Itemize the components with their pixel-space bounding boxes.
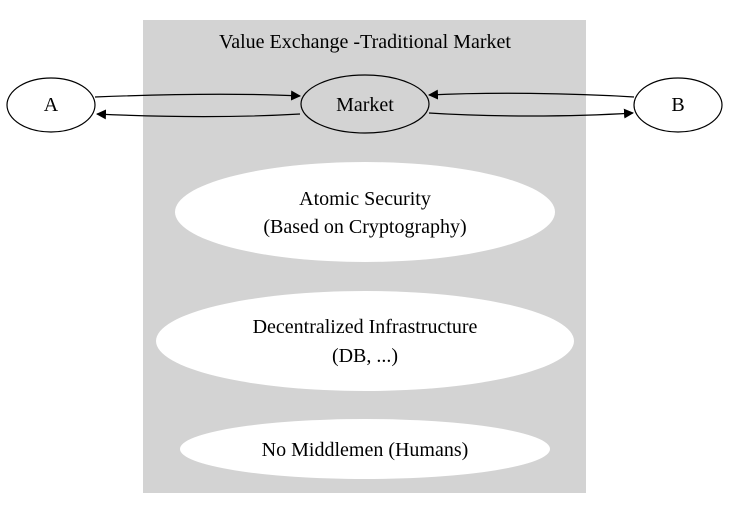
decentralized-line1: Decentralized Infrastructure xyxy=(253,316,478,338)
edge-b-to-market xyxy=(428,89,635,100)
node-b-label: B xyxy=(671,94,684,116)
no-middlemen-label: No Middlemen (Humans) xyxy=(262,439,469,461)
node-a-label: A xyxy=(44,94,59,116)
node-market-label: Market xyxy=(336,94,394,116)
node-atomic-security xyxy=(175,162,555,262)
node-decentralized-infrastructure xyxy=(156,291,574,391)
edge-market-to-a xyxy=(96,109,301,120)
node-market xyxy=(300,74,430,134)
node-a xyxy=(6,77,96,133)
atomic-security-line2: (Based on Cryptography) xyxy=(263,216,466,238)
atomic-security-line1: Atomic Security xyxy=(299,188,431,210)
edge-market-to-b xyxy=(428,108,634,119)
edge-a-to-market xyxy=(94,90,301,101)
node-b xyxy=(633,77,723,133)
decentralized-line2: (DB, ...) xyxy=(332,345,398,367)
node-no-middlemen xyxy=(180,419,550,479)
cluster-title: Value Exchange -Traditional Market xyxy=(219,31,511,53)
